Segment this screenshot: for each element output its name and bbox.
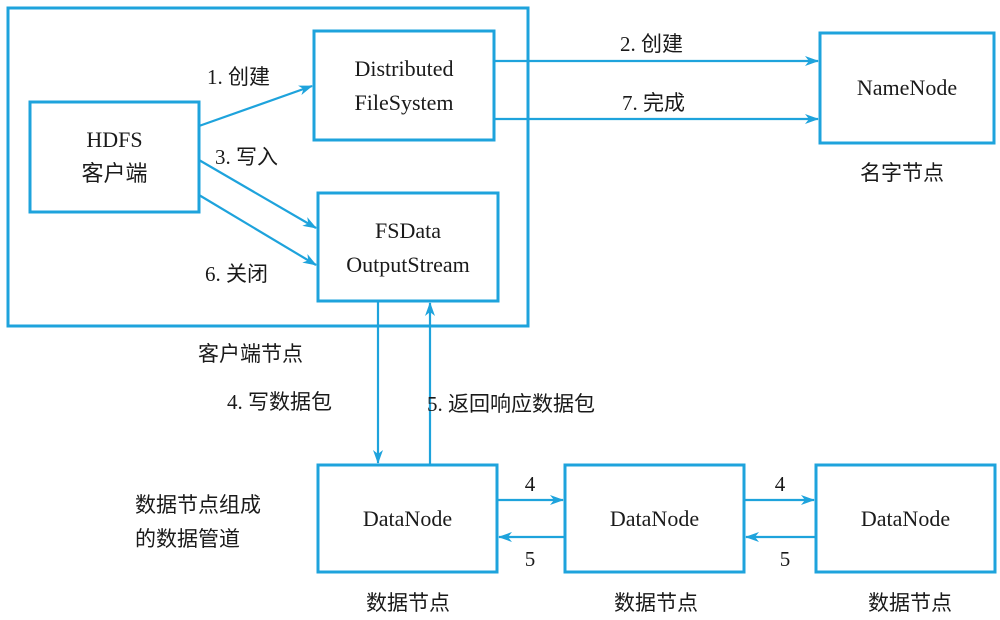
label-step4: 4. 写数据包 — [227, 390, 332, 414]
fsdata-outputstream-box — [316, 191, 500, 303]
namenode-node: NameNode — [856, 75, 958, 100]
distributed-filesystem-node: Distributed FileSystem — [314, 52, 494, 120]
arrow-step1-create — [198, 84, 313, 128]
datanode-2-node: DataNode — [609, 506, 700, 531]
datanode-2-caption: 数据节点 — [614, 591, 698, 615]
datanode-3-caption: 数据节点 — [868, 591, 952, 615]
distributed-filesystem-box — [312, 29, 496, 142]
label-dn23-back: 5 — [779, 547, 791, 571]
datanode-3-node: DataNode — [860, 506, 951, 531]
datanode-3-box — [814, 463, 997, 574]
label-step3: 3. 写入 — [215, 145, 278, 169]
label-step7: 7. 完成 — [622, 91, 685, 115]
datanode-1-box — [316, 463, 499, 574]
pipeline-label-line2: 的数据管道 — [135, 527, 240, 551]
datanode-1-caption: 数据节点 — [366, 591, 450, 615]
client-node-group-label: 客户端节点 — [198, 342, 303, 366]
datanode-2-box — [563, 463, 746, 574]
arrow-step6-close — [198, 194, 317, 266]
label-dn12-back: 5 — [524, 547, 536, 571]
namenode-box — [818, 31, 996, 145]
fsdata-line1: FSData — [375, 218, 441, 243]
namenode-caption: 名字节点 — [860, 161, 944, 185]
hdfs-client-node: HDFS 客户端 — [30, 123, 199, 191]
pipeline-group-label: 数据节点组成 的数据管道 — [135, 488, 261, 556]
label-dn23-forward: 4 — [774, 472, 786, 496]
pipeline-label-line1: 数据节点组成 — [135, 493, 261, 517]
dfs-line2: FileSystem — [354, 90, 454, 115]
label-step2: 2. 创建 — [620, 32, 683, 56]
datanode-1-node: DataNode — [362, 506, 453, 531]
label-step5: 5. 返回响应数据包 — [427, 392, 595, 416]
hdfs-client-box — [28, 100, 201, 214]
arrow-step3-write — [198, 159, 317, 229]
hdfs-client-line2: 客户端 — [81, 161, 148, 186]
hdfs-client-line1: HDFS — [86, 127, 143, 152]
dfs-line1: Distributed — [354, 56, 454, 81]
label-step6: 6. 关闭 — [205, 262, 268, 286]
fsdata-outputstream-node: FSData OutputStream — [318, 214, 498, 282]
fsdata-line2: OutputStream — [346, 252, 470, 277]
label-step1: 1. 创建 — [207, 65, 270, 89]
label-dn12-forward: 4 — [524, 472, 536, 496]
